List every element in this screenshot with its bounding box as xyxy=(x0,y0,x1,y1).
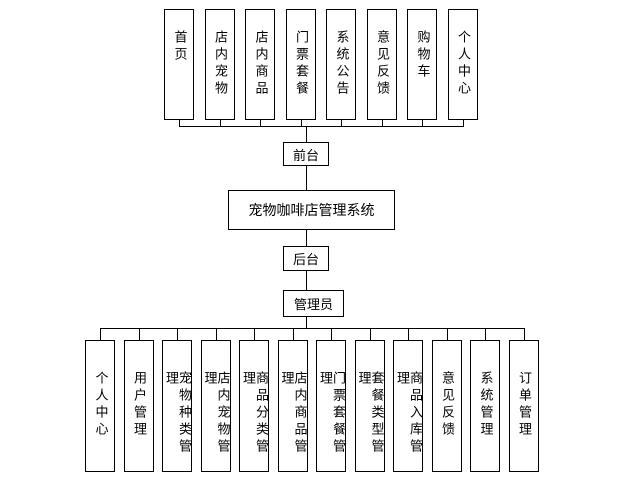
admin-role-label: 管理员 xyxy=(293,298,333,313)
system-title: 宠物咖啡店管理系统 xyxy=(248,203,375,219)
connector-line xyxy=(177,328,178,341)
connector-line xyxy=(306,271,307,291)
frontend-module-box: 系统公告 xyxy=(326,9,356,120)
frontend-module-label: 店内宠物 xyxy=(212,30,227,98)
connector-line xyxy=(215,328,217,341)
backend-module-label: 意见反馈 xyxy=(439,371,454,439)
backend-module-label: 商品分类管理 xyxy=(240,371,268,456)
connector-line xyxy=(306,126,307,143)
system-title-node: 宠物咖啡店管理系统 xyxy=(228,190,395,230)
frontend-module-box: 个人中心 xyxy=(447,9,478,120)
backend-module-label: 宠物种类管理 xyxy=(163,371,191,456)
frontend-module-box: 店内商品 xyxy=(245,9,275,120)
connector-line xyxy=(369,328,371,341)
connector-line xyxy=(485,328,486,341)
backend-module-label: 店内宠物管理 xyxy=(201,371,230,456)
backend-module-label: 店内商品管理 xyxy=(278,371,307,456)
backend-module-box: 门票套餐管理 xyxy=(316,340,346,472)
backend-node: 后台 xyxy=(283,246,329,271)
backend-module-box: 订单管理 xyxy=(508,340,539,472)
frontend-module-box: 店内宠物 xyxy=(204,9,235,120)
frontend-module-box: 意见反馈 xyxy=(366,9,397,120)
connector-line xyxy=(446,328,448,341)
backend-module-label: 商品入库管理 xyxy=(394,371,422,456)
backend-module-box: 店内宠物管理 xyxy=(200,340,231,472)
connector-line xyxy=(254,328,255,341)
backend-module-box: 用户管理 xyxy=(123,340,154,472)
frontend-module-label: 门票套餐 xyxy=(293,30,308,98)
connector-line xyxy=(260,120,261,127)
connector-line xyxy=(381,120,383,127)
backend-module-box: 商品分类管理 xyxy=(239,340,269,472)
frontend-module-box: 门票套餐 xyxy=(285,9,316,120)
connector-line xyxy=(331,328,332,341)
connector-line xyxy=(523,328,525,341)
backend-module-label: 门票套餐管理 xyxy=(317,371,345,456)
admin-role-node: 管理员 xyxy=(283,290,344,317)
connector-line xyxy=(138,328,140,341)
connector-line xyxy=(306,166,307,191)
backend-label: 后台 xyxy=(292,253,319,268)
backend-module-label: 用户管理 xyxy=(131,371,146,439)
backend-module-box: 系统管理 xyxy=(470,340,500,472)
backend-module-label: 个人中心 xyxy=(92,371,108,439)
connector-line xyxy=(179,120,180,127)
backend-module-label: 系统管理 xyxy=(477,371,493,439)
backend-module-label: 套餐类型管理 xyxy=(355,371,384,456)
frontend-module-box: 首页 xyxy=(164,9,194,120)
connector-line xyxy=(462,120,464,127)
backend-module-box: 商品入库管理 xyxy=(393,340,423,472)
connector-line xyxy=(306,230,307,247)
connector-line xyxy=(422,120,423,127)
backend-module-label: 订单管理 xyxy=(516,371,531,439)
backend-module-box: 店内商品管理 xyxy=(277,340,308,472)
frontend-module-box: 购物车 xyxy=(407,9,437,120)
connector-line xyxy=(100,328,525,329)
backend-module-box: 套餐类型管理 xyxy=(354,340,385,472)
frontend-module-label: 系统公告 xyxy=(333,30,349,98)
frontend-module-label: 首页 xyxy=(171,30,187,64)
connector-line xyxy=(341,120,342,127)
frontend-label: 前台 xyxy=(292,148,319,164)
connector-line xyxy=(292,328,294,341)
connector-line xyxy=(100,328,101,341)
connector-line xyxy=(408,328,409,341)
frontend-node: 前台 xyxy=(283,142,329,166)
connector-line xyxy=(306,317,307,329)
backend-module-box: 个人中心 xyxy=(85,340,115,472)
frontend-module-label: 店内商品 xyxy=(252,30,268,98)
connector-line xyxy=(219,120,221,127)
frontend-module-label: 意见反馈 xyxy=(374,30,389,98)
frontend-module-label: 个人中心 xyxy=(455,30,470,98)
backend-module-box: 宠物种类管理 xyxy=(162,340,192,472)
connector-line xyxy=(179,126,464,127)
connector-line xyxy=(300,120,302,127)
frontend-module-label: 购物车 xyxy=(414,30,430,81)
backend-module-box: 意见反馈 xyxy=(431,340,462,472)
